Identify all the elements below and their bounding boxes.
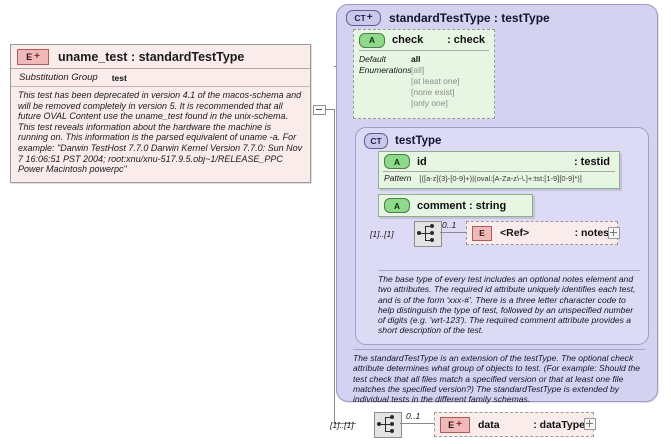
element-plus-icon[interactable]: E+ (440, 416, 470, 433)
complextype-standardtesttype-box[interactable]: CT+ standardTestType : testType A check … (336, 4, 658, 404)
inner-doc-text: The base type of every test includes an … (378, 274, 636, 336)
data-expander-icon[interactable] (584, 418, 596, 430)
attribute-icon: A (359, 32, 385, 48)
attribute-id-pattern: Pattern [([a-z]{3}-[0-9]+)|(oval:[A-Za-z… (379, 172, 619, 184)
data-sequence-occurs-label: [1]..[1] (330, 420, 354, 430)
sequence-occurs-label: [1]..[1] (370, 229, 394, 239)
ref-expander-icon[interactable] (608, 227, 620, 239)
connector-branch-data (334, 423, 356, 424)
data-name: data (478, 418, 500, 431)
complextype-inner-documentation: The base type of every test includes an … (378, 270, 640, 336)
pattern-label: Pattern (384, 173, 412, 183)
element-doc-paragraph-2: This test reveals information about the … (18, 121, 303, 175)
facet-default-label: Default (359, 54, 386, 64)
ref-type: : notes (574, 227, 609, 239)
attribute-id-box[interactable]: A id : testid Pattern [([a-z]{3}-[0-9]+)… (378, 151, 620, 189)
complextype-inner-title: testType (395, 135, 442, 147)
outer-doc-text: The standardTestType is an extension of … (353, 353, 641, 405)
element-icon-label: E (26, 51, 33, 62)
data-expander[interactable]: + (456, 418, 462, 430)
divider (359, 50, 489, 51)
attribute-icon: A (384, 198, 410, 213)
element-title: uname_test : standardTestType (58, 49, 245, 64)
complextype-testtype-box[interactable]: CT testType A id : testid Pattern [([a-z… (355, 127, 649, 345)
element-uname-test-box[interactable]: E+ uname_test : standardTestType Substit… (10, 44, 311, 183)
pattern-value: [([a-z]{3}-[0-9]+)|(oval:[A-Za-z\-\.]+:t… (419, 173, 582, 183)
sequence-data-row: [1]..[1] 0..1 E+ data : dataType (326, 410, 666, 442)
connector-line (324, 109, 334, 110)
facet-enum-2: [at least one] (411, 76, 460, 86)
substitution-group-label: Substitution Group (19, 72, 98, 83)
attribute-comment-name: comment : string (417, 199, 507, 212)
attribute-check-box[interactable]: A check : check Default Enumerations all… (353, 29, 495, 119)
attribute-check-header: A check : check (354, 30, 494, 50)
facet-default-value: all (411, 54, 421, 64)
complextype-icon-label: CT (354, 13, 366, 23)
substitution-group-value: test (111, 72, 127, 83)
element-ref-notes-box[interactable]: E <Ref> : notes (466, 221, 618, 245)
element-doc-paragraph-1: This test has been deprecated in version… (18, 90, 302, 122)
sequence-icon[interactable] (374, 412, 402, 438)
complextype-inner-icon: CT (364, 133, 388, 149)
facet-enum-4: [only one] (411, 98, 448, 108)
facet-enum-3: [none exist] (411, 87, 455, 97)
attribute-icon: A (384, 154, 410, 169)
complextype-inner-header: CT testType (364, 133, 441, 149)
complextype-plus-icon[interactable]: CT+ (346, 10, 381, 26)
attribute-check-facets: Default Enumerations all [all] [at least… (354, 51, 494, 109)
facet-values: all [all] [at least one] [none exist] [o… (411, 54, 460, 109)
attribute-id-header: A id : testid (379, 152, 619, 171)
connector-trunk (334, 109, 335, 423)
facet-enumerations-label: Enumerations (359, 65, 412, 75)
attribute-check-type: : check (447, 34, 485, 46)
attribute-id-name: id (417, 155, 427, 168)
element-icon: E (472, 225, 492, 241)
data-type: : dataType (533, 418, 585, 431)
element-data-box[interactable]: E+ data : dataType (434, 412, 594, 437)
data-occurs-label: 0..1 (406, 411, 421, 421)
element-header: E+ uname_test : standardTestType (11, 45, 310, 69)
element-expander[interactable]: + (34, 50, 40, 62)
complextype-expander[interactable]: + (366, 12, 373, 23)
attribute-id-type: : testid (573, 155, 610, 168)
complextype-outer-title: standardTestType : testType (389, 11, 550, 25)
ref-occurs-label: 0..1 (442, 220, 457, 230)
data-icon-label: E (448, 419, 455, 430)
attribute-comment-box[interactable]: A comment : string (378, 194, 533, 217)
ref-name: <Ref> (500, 227, 530, 239)
sequence-notes-row: [1]..[1] 0..1 E <Ref> : not (362, 220, 647, 247)
divider (383, 171, 615, 172)
attribute-check-name: check (392, 34, 424, 46)
facet-labels: Default Enumerations (359, 54, 411, 109)
facet-enum-1: [all] (411, 65, 425, 75)
complextype-outer-header: CT+ standardTestType : testType (346, 10, 550, 26)
sequence-icon[interactable] (414, 221, 442, 247)
complextype-outer-documentation: The standardTestType is an extension of … (353, 349, 645, 404)
element-plus-icon[interactable]: E+ (17, 48, 49, 65)
element-documentation: This test has been deprecated in version… (11, 87, 310, 175)
substitution-group-row: Substitution Group test (11, 69, 310, 87)
collapse-toggle[interactable] (313, 105, 326, 115)
